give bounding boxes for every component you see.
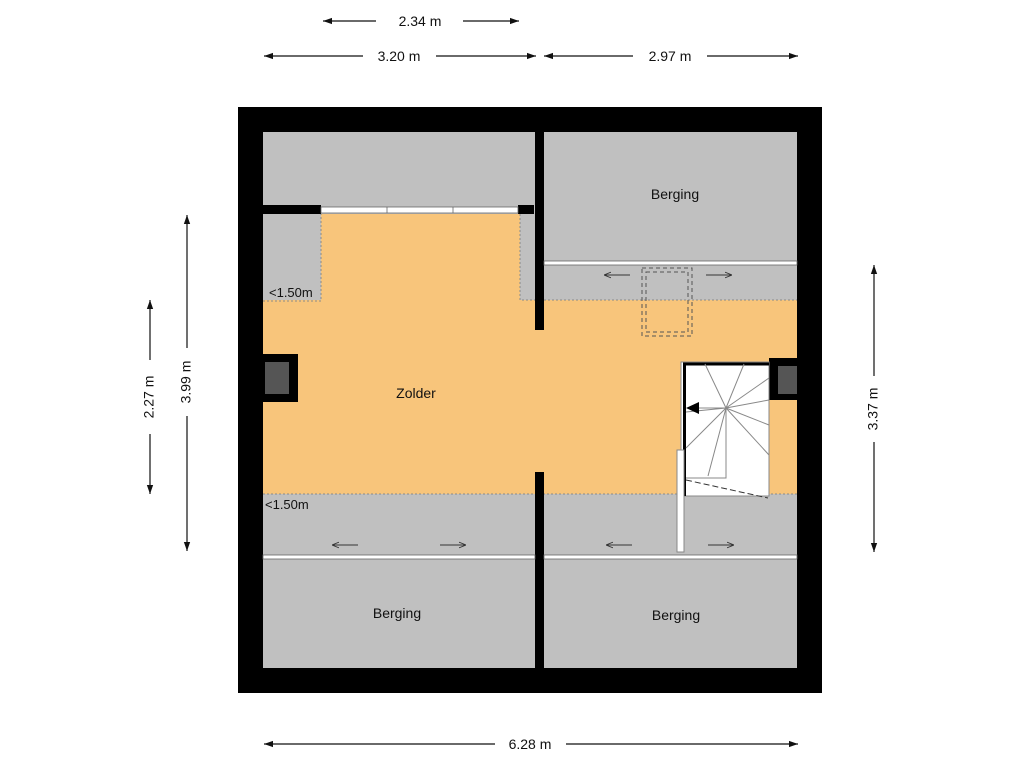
dimension-label-top-inner: 2.34 m [399, 13, 442, 29]
dimension-top-right: 2.97 m [544, 48, 798, 64]
room-label-berging-top-right: Berging [651, 186, 699, 202]
sliding-partition-top-right [543, 260, 798, 275]
height-note-upper: <1.50m [269, 285, 313, 300]
dimension-label-top-left: 3.20 m [378, 48, 421, 64]
sliding-partition-bottom-right [543, 545, 798, 560]
staircase [676, 361, 770, 553]
dimension-bottom: 6.28 m [264, 736, 798, 752]
room-label-berging-bottom-left: Berging [373, 605, 421, 621]
wall-center-top [535, 132, 544, 330]
dimension-label-top-right: 2.97 m [649, 48, 692, 64]
chimney-left [263, 354, 298, 402]
dimension-right: 3.37 m [865, 265, 881, 552]
zolder-floor [263, 214, 797, 494]
sliding-partition-bottom-left [262, 545, 536, 560]
height-line-upper-mid [519, 214, 540, 301]
height-note-lower: <1.50m [265, 497, 309, 512]
wall-top-left-short [263, 205, 321, 214]
dimension-top-left: 3.20 m [264, 48, 536, 64]
room-label-zolder: Zolder [396, 385, 436, 401]
roof-hatch [641, 267, 693, 337]
room-label-berging-bottom-right: Berging [652, 607, 700, 623]
chimney-right [769, 358, 797, 400]
dimension-label-left-inner: 2.27 m [141, 376, 157, 419]
dimension-label-left-outer: 3.99 m [178, 361, 194, 404]
dimension-label-right: 3.37 m [865, 388, 881, 431]
dimension-label-bottom: 6.28 m [509, 736, 552, 752]
dimension-left-inner: 2.27 m [141, 300, 157, 494]
wall-center-bottom [535, 472, 544, 668]
kneewall-top-left [320, 206, 519, 214]
wall-top-left-end [518, 205, 534, 214]
dimension-top-inner: 2.34 m [323, 13, 519, 29]
dimension-left-outer: 3.99 m [178, 215, 194, 551]
height-line-upper-left [263, 214, 322, 302]
